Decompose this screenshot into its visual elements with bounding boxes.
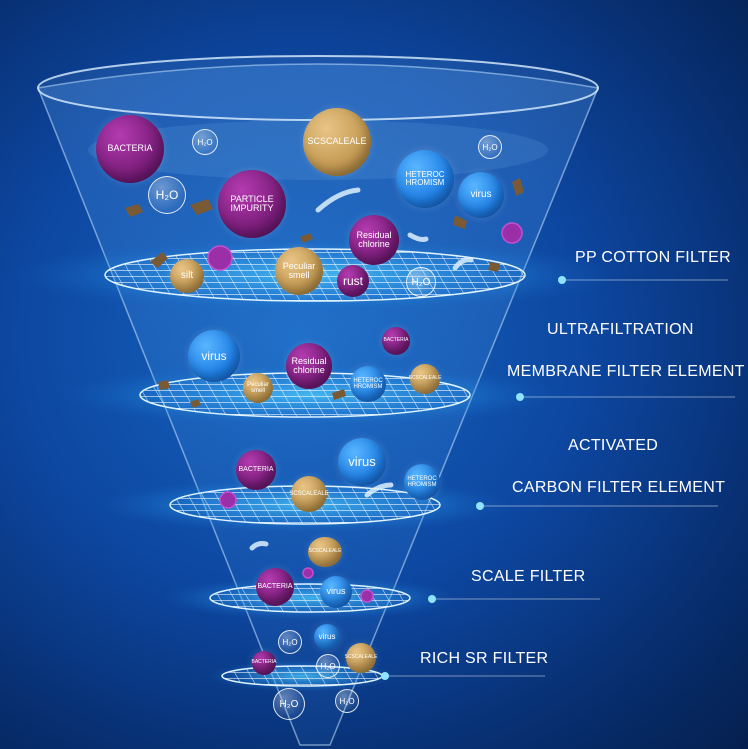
label-ultrafiltration: ULTRAFILTRATION	[547, 321, 694, 338]
rust-flake	[150, 252, 168, 268]
dot-uf	[516, 393, 524, 401]
scale-ball: SCSCALEALE	[345, 643, 377, 673]
virus-ball: virus	[314, 624, 340, 650]
rust-flake	[300, 233, 313, 243]
rust-flake	[453, 215, 467, 229]
label-scale-filter: SCALE FILTER	[471, 568, 586, 585]
heterochromism-ball: HETEROC HROMISM	[404, 464, 440, 500]
particle-impurity-ball: PARTICLE IMPURITY	[218, 170, 286, 238]
virus-spike-icon	[302, 567, 314, 579]
silt-ball: silt	[170, 259, 204, 293]
h2o-bubble: H₂O	[192, 129, 218, 155]
bacteria-rod-icon	[407, 232, 429, 242]
rust-flake	[158, 380, 170, 390]
h2o-bubble: H₂O	[278, 630, 302, 654]
peculiar-smell-ball: Peculiar smell	[243, 373, 273, 403]
virus-ball: virus	[458, 172, 504, 218]
virus-spike-icon	[501, 222, 523, 244]
scale-ball: SCSCALEALE	[289, 476, 329, 512]
dot-sr	[381, 672, 389, 680]
h2o-bubble: H₂O	[478, 135, 502, 159]
rust-flake	[125, 204, 143, 217]
bacteria-ball: BACTERIA	[256, 568, 294, 606]
bacteria-rod-icon	[452, 257, 474, 271]
bacteria-ball: BACTERIA	[96, 115, 164, 183]
label-activated: ACTIVATED	[568, 437, 659, 454]
bacteria-ball: BACTERIA	[236, 450, 276, 490]
funnel-rim	[37, 55, 599, 121]
residual-chlorine-ball: Residual chlorine	[286, 343, 332, 389]
residual-chlorine-ball: Residual chlorine	[349, 215, 399, 265]
rust-ball: rust	[337, 265, 369, 297]
h2o-bubble: H₂O	[148, 176, 186, 214]
scale-ball: SCSCALEALE	[303, 108, 371, 176]
peculiar-smell-ball: Peculiar smell	[275, 247, 323, 295]
virus-spike-icon	[360, 589, 374, 603]
virus-ball: virus	[188, 330, 240, 382]
label-rich-sr-filter: RICH SR FILTER	[420, 650, 549, 667]
scale-ball: SCSCALEALE	[409, 364, 441, 394]
bacteria-ball: BACTERIA	[382, 327, 410, 355]
bacteria-rod-icon	[249, 541, 269, 551]
dot-scale	[428, 595, 436, 603]
label-membrane-filter-element: MEMBRANE FILTER ELEMENT	[507, 363, 745, 380]
bacteria-ball: BACTERIA	[252, 651, 277, 675]
bacteria-rod-icon	[364, 482, 394, 498]
rust-flake	[332, 389, 346, 400]
rust-flake	[512, 178, 524, 196]
dot-carbon	[476, 502, 484, 510]
label-pp-cotton-filter: PP COTTON FILTER	[575, 249, 731, 266]
h2o-bubble: H₂O	[406, 267, 436, 297]
rust-flake	[190, 399, 201, 408]
label-carbon-filter-element: CARBON FILTER ELEMENT	[512, 479, 726, 496]
dot-pp	[558, 276, 566, 284]
rust-flake	[488, 262, 500, 272]
heterochromism-ball: HETEROC HROMISM	[350, 366, 386, 402]
bacteria-rod-icon	[315, 187, 361, 213]
scale-ball: SCSCALEALE	[308, 537, 342, 567]
filter-disc-scale	[160, 576, 460, 620]
virus-ball: virus	[338, 438, 386, 486]
virus-spike-icon	[207, 245, 233, 271]
rust-flake	[190, 199, 213, 215]
h2o-bubble: H₂O	[316, 654, 340, 678]
virus-ball: virus	[320, 576, 352, 608]
heterochromism-ball: HETEROC HROMISM	[396, 150, 454, 208]
h2o-bubble: H₂O	[335, 689, 359, 713]
virus-spike-icon	[219, 491, 237, 509]
h2o-bubble: H₂O	[273, 688, 305, 720]
